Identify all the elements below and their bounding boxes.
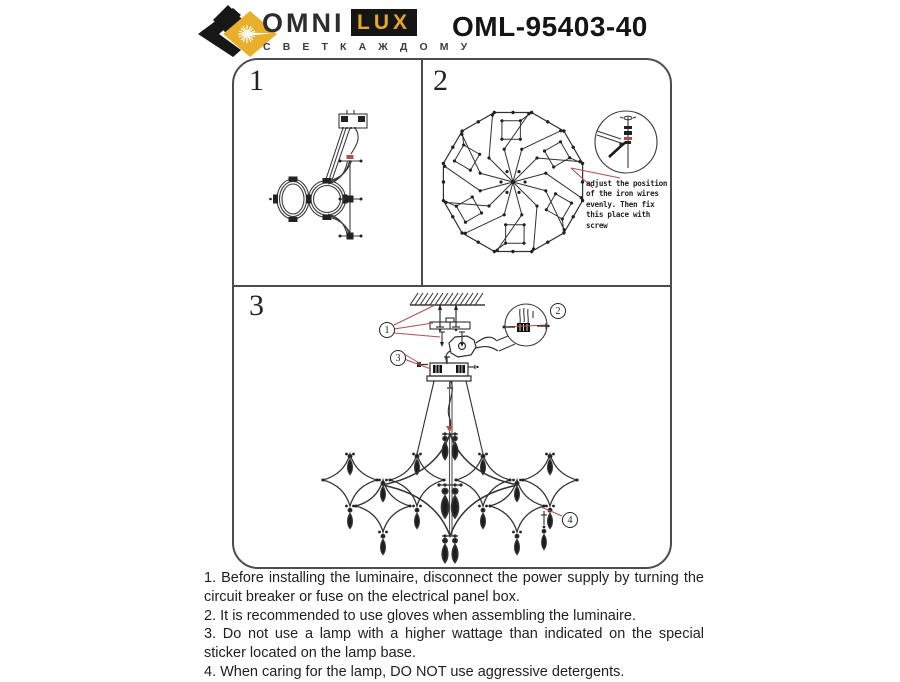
red-clamp-mark <box>346 155 354 159</box>
ceiling-screws <box>436 304 460 332</box>
step-3-drawing <box>321 292 579 564</box>
callout-1-badge: 1 <box>379 322 395 338</box>
step-2-drawing <box>431 93 658 271</box>
model-number: OML-95403-40 <box>452 11 648 42</box>
callout-pointer-lines <box>393 304 563 517</box>
instruction-item-4: 4. When caring for the lamp, DO NOT use … <box>204 663 625 680</box>
chandelier-frame <box>321 432 579 564</box>
instruction-item-1: 1. Before installing the luminaire, disc… <box>204 570 704 605</box>
suspension-wires <box>416 380 484 536</box>
adjust-note-text: adjust the position of the iron wires ev… <box>586 179 668 230</box>
junction-box <box>445 335 499 365</box>
red-pointer-lines <box>570 167 621 189</box>
mounting-bracket <box>325 110 368 181</box>
brand-lux: LUX <box>357 10 411 34</box>
diagram-frame: 1 2 3 <box>232 58 672 569</box>
canopy <box>417 356 479 389</box>
safety-instructions: 1. Before installing the luminaire, disc… <box>204 569 704 682</box>
callout-4-number: 4 <box>567 514 573 526</box>
wire-mandala <box>431 93 595 271</box>
panel-divider-vertical <box>421 60 423 285</box>
callout-1-number: 1 <box>384 324 390 336</box>
panel-divider-horizontal <box>234 285 670 287</box>
callout-4-badge: 4 <box>562 512 578 528</box>
side-rod <box>338 155 363 240</box>
callout-3-badge: 3 <box>390 350 406 366</box>
omnilux-logo-icon <box>198 5 277 57</box>
instruction-item-3: 3. Do not use a lamp with a higher watta… <box>204 626 704 662</box>
ceiling <box>409 292 485 306</box>
brand-omni: OMNI <box>262 8 345 38</box>
starburst-icon <box>238 25 272 43</box>
brand-lux-box: LUX <box>351 9 417 36</box>
brand-tagline: С В Е Т К А Ж Д О М У <box>263 41 472 53</box>
instruction-item-2: 2. It is recommended to use gloves when … <box>204 607 636 624</box>
callout-2-number: 2 <box>555 305 561 317</box>
detail-zoom-circle <box>594 110 658 174</box>
crystal-drop-detail <box>541 511 547 551</box>
step-1-label: 1 <box>249 64 264 97</box>
step-3-label: 3 <box>249 289 264 322</box>
header: OMNI LUX С В Е Т К А Ж Д О М У OML-95403… <box>0 0 900 58</box>
red-connector-mark <box>446 426 453 432</box>
mounting-bar <box>429 317 471 347</box>
wire-detail-bubble <box>495 303 550 352</box>
step-2-label: 2 <box>433 64 448 97</box>
callout-2-badge: 2 <box>550 303 566 319</box>
callout-3-number: 3 <box>395 352 401 364</box>
step-1-drawing <box>269 110 368 240</box>
